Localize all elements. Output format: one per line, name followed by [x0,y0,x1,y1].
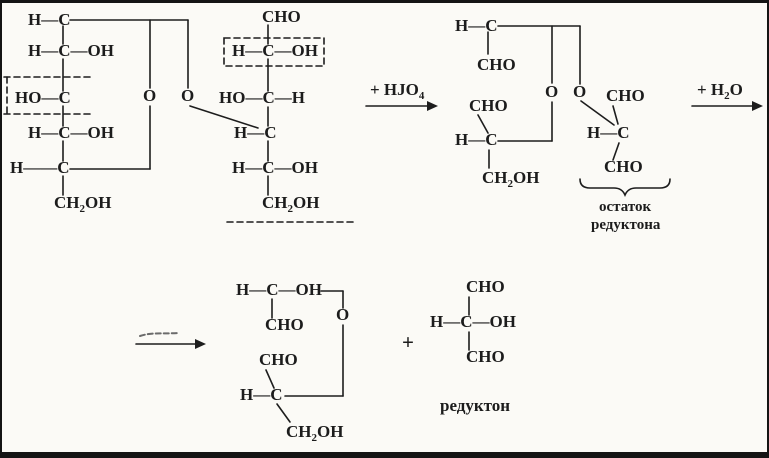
ch-text: CH [54,193,80,212]
reductone-cho-bottom: CHO [466,347,505,366]
hjo-text: + HJO [370,80,419,99]
reaction-arrow-3 [135,332,206,349]
reductone-cho-top: CHO [466,277,505,296]
cleavage-dashes-right [223,37,355,223]
intermediate-c1: H—C [455,16,498,35]
intermediate-c5: H—C [455,130,498,149]
o-text: O [729,80,743,99]
oh-text: OH [85,193,112,212]
glycosidic-oxygen: O [181,86,195,105]
product-c1: H—C—OH [236,280,322,299]
oh-text: OH [513,168,540,187]
reactant-right-c1-cho: CHO [262,7,301,26]
residue-central-carbon: H—C [587,123,630,142]
residue-brace [579,178,671,198]
reaction-arrow-2 [691,101,763,111]
oh-text: OH [317,422,344,441]
reactant-left-c3: HO—C [15,88,71,107]
product-c4-cho: CHO [259,350,298,369]
ch-text: CH [262,193,288,212]
arrow1-label-hjo4: + HJO4 [370,80,425,102]
arrow2-label-h2o: + H2O [697,80,743,102]
reactant-left-c4: H—C—OH [28,123,114,142]
reactant-right-c2: H—C—OH [232,41,318,60]
product-dialdehyde-bonds [265,290,344,423]
reactant-left-c5: H——C [10,158,70,177]
residue-cho-bottom: CHO [604,157,643,176]
product-c6-ch2oh: CH2OH [286,422,344,444]
reductone-c2: H—C—OH [430,312,516,331]
intermediate-c4-cho: CHO [469,96,508,115]
oh-text: OH [293,193,320,212]
plus-sign: + [402,330,414,354]
reactant-left-c1: H—C [28,10,71,29]
ring-oxygen-left: O [143,86,157,105]
subscript-2: 2 [724,90,730,102]
reactant-right-c6-ch2oh: CH2OH [262,193,320,215]
reactant-right-c4: H—C [234,123,277,142]
residue-cho-top: CHO [606,86,645,105]
reactant-left-c6-ch2oh: CH2OH [54,193,112,215]
ch-text: CH [482,168,508,187]
ring-oxygen-product: O [336,305,350,324]
intermediate-c6-ch2oh: CH2OH [482,168,540,190]
reactant-left-unit-bonds [62,19,259,196]
product-c2-cho: CHO [265,315,304,334]
subscript-2: 2 [507,178,514,190]
residue-bonds [612,105,620,161]
reactant-right-c5: H—C—OH [232,158,318,177]
reductone-label: редуктон [440,396,511,415]
subscript-2: 2 [311,432,318,444]
h-text: + H [697,80,725,99]
residue-label-line2: редуктона [591,217,661,233]
ring-oxygen-intermediate: O [545,82,559,101]
reactant-right-c3: HO—C—H [219,88,305,107]
ch-text: CH [286,422,312,441]
subscript-4: 4 [418,90,425,102]
intermediate-c2-cho: CHO [477,55,516,74]
cleavage-dashes-left [3,76,91,115]
bond-lines [3,19,763,423]
residue-label-line1: остаток [599,199,652,215]
reactant-left-c2: H—C—OH [28,41,114,60]
reaction-arrow-1 [365,101,438,111]
product-c5: H—C [240,385,283,404]
subscript-2: 2 [79,203,86,215]
subscript-2: 2 [287,203,294,215]
intermediate-bonds [477,25,615,169]
glycosidic-oxygen-intermediate: O [573,82,587,101]
